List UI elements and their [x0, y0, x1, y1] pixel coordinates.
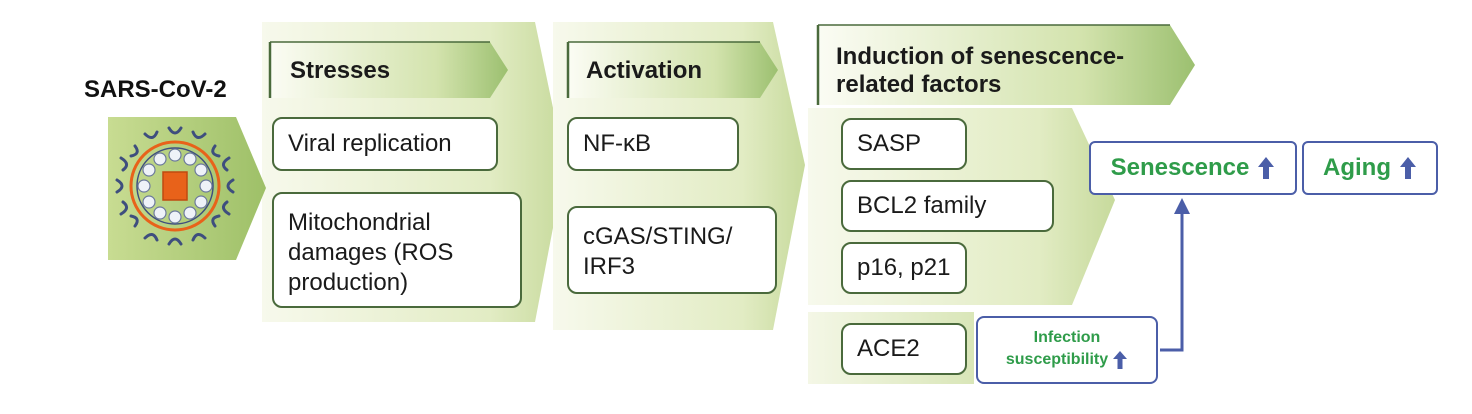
activation-header: Activation	[586, 57, 703, 84]
senescence-label: Senescence	[1110, 154, 1250, 181]
stress-line: Mitochondrial	[288, 209, 431, 236]
virus-icon	[115, 126, 235, 246]
up-arrow-icon	[1113, 351, 1128, 369]
activation-banner	[568, 42, 778, 98]
factor-p16-p21: p16, p21	[841, 242, 967, 294]
activation-line: IRF3	[583, 253, 636, 280]
activation-line: cGAS/STING/	[583, 223, 733, 250]
stresses-header: Stresses	[290, 57, 391, 84]
infection-label: susceptibility	[1005, 351, 1109, 368]
infection-to-senescence-arrow	[1160, 212, 1184, 352]
stress-viral-replication: Viral replication	[272, 117, 498, 171]
virus-title: SARS-CoV-2	[84, 76, 227, 103]
stress-line: damages (ROS	[288, 239, 454, 266]
stresses-banner	[270, 42, 508, 98]
ace2-box: ACE2	[841, 323, 967, 375]
activation-cgas-sting-irf3: cGAS/STING/ IRF3	[567, 206, 777, 294]
stress-mitochondrial-damage: Mitochondrial damages (ROS production)	[272, 192, 522, 308]
senescence-outcome: Senescence	[1089, 141, 1297, 195]
infection-line: Infection	[1033, 329, 1101, 346]
induction-banner	[818, 25, 1195, 105]
up-arrow-icon	[1258, 157, 1275, 179]
aging-outcome: Aging	[1302, 141, 1438, 195]
aging-label: Aging	[1323, 154, 1391, 181]
stress-line: production)	[288, 269, 409, 296]
activation-nfkb: NF-κB	[567, 117, 739, 171]
factor-bcl2-family: BCL2 family	[841, 180, 1054, 232]
induction-header-line: Induction of senescence-	[836, 43, 1125, 70]
up-arrow-icon	[1399, 157, 1416, 179]
arrowhead	[1174, 198, 1190, 214]
induction-header: Induction of senescence- related factors	[836, 43, 1124, 99]
factor-sasp: SASP	[841, 118, 967, 170]
infection-line: susceptibility	[978, 349, 1156, 371]
induction-header-line: related factors	[836, 71, 1002, 98]
infection-susceptibility-box: Infection susceptibility	[976, 316, 1158, 384]
